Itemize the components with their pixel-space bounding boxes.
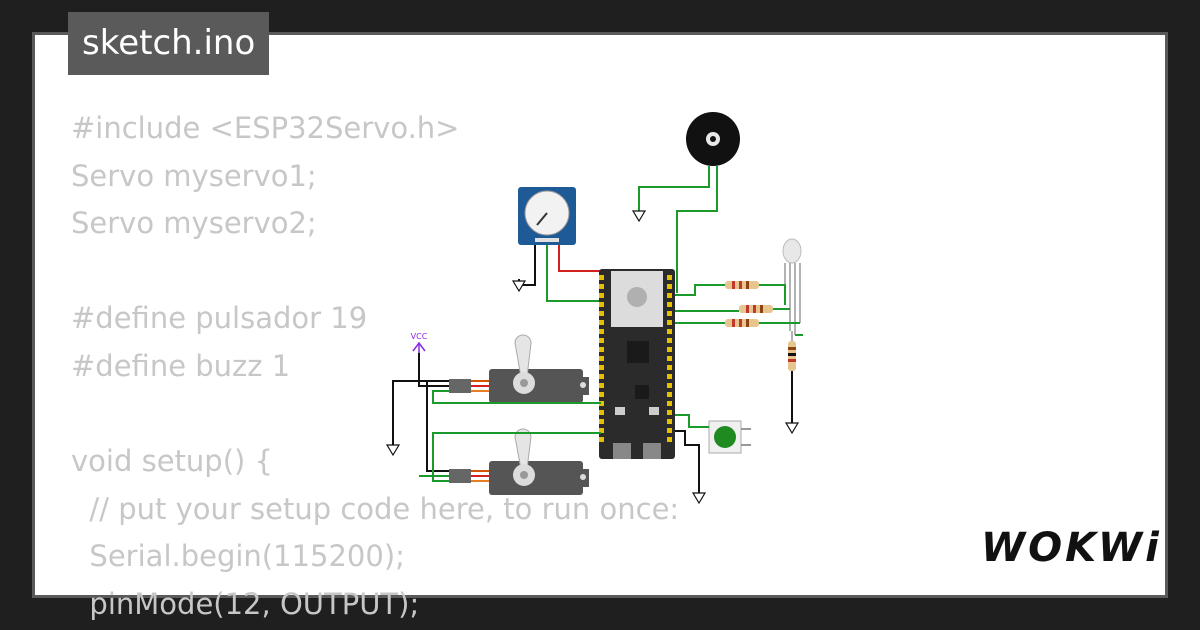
ground-symbol bbox=[691, 492, 707, 505]
board-pin bbox=[667, 401, 672, 406]
resistor[interactable] bbox=[788, 341, 796, 371]
board-pin bbox=[667, 320, 672, 325]
resistor[interactable] bbox=[725, 319, 759, 327]
circuit-diagram: VCC bbox=[385, 112, 803, 505]
board-pin bbox=[667, 275, 672, 280]
svg-text:VCC: VCC bbox=[411, 332, 428, 341]
board-pins-right bbox=[667, 275, 672, 442]
board-pin bbox=[667, 356, 672, 361]
board-pin bbox=[599, 383, 604, 388]
resistor[interactable] bbox=[739, 305, 773, 313]
board-pin bbox=[599, 302, 604, 307]
board-pin bbox=[667, 338, 672, 343]
code-line: #include <ESP32Servo.h> bbox=[71, 111, 460, 145]
servo-motor-1[interactable] bbox=[449, 334, 589, 403]
file-tab-sketch[interactable]: sketch.ino bbox=[68, 12, 270, 75]
code-line: #define pulsador 19 bbox=[71, 301, 368, 336]
board-pin bbox=[667, 329, 672, 334]
board-pin bbox=[667, 428, 672, 433]
board-pin bbox=[667, 392, 672, 397]
board-pin bbox=[599, 329, 604, 334]
wokwi-logo[interactable]: WOKWi bbox=[981, 525, 1162, 571]
code-line: Servo myservo1; bbox=[71, 158, 317, 193]
board-pin bbox=[667, 365, 672, 370]
board-pin bbox=[667, 419, 672, 424]
board-pin bbox=[599, 365, 604, 370]
board-pin bbox=[667, 302, 672, 307]
board-pins-left bbox=[599, 275, 604, 442]
buzzer[interactable] bbox=[686, 112, 740, 166]
code-line: pinMode(12, OUTPUT); bbox=[71, 586, 420, 621]
ground-symbol bbox=[511, 280, 527, 293]
board-pin bbox=[599, 419, 604, 424]
code-line: // put your setup code here, to run once… bbox=[71, 491, 680, 526]
rgb-led[interactable] bbox=[782, 238, 802, 264]
board-pin bbox=[599, 401, 604, 406]
board-pin bbox=[667, 311, 672, 316]
ground-symbol bbox=[385, 444, 401, 457]
board-pin bbox=[599, 338, 604, 343]
ground-symbol bbox=[784, 422, 800, 435]
code-line: #define buzz 1 bbox=[71, 348, 291, 383]
board-pin bbox=[599, 374, 604, 379]
board-pin bbox=[667, 284, 672, 289]
board-pin bbox=[667, 437, 672, 442]
board-pin bbox=[667, 347, 672, 352]
board-pin bbox=[599, 284, 604, 289]
board-pin bbox=[599, 356, 604, 361]
code-line: void setup() { bbox=[71, 444, 273, 479]
code-line: Serial.begin(115200); bbox=[71, 539, 405, 574]
servo-motor-2[interactable] bbox=[449, 428, 589, 495]
board-pin bbox=[667, 383, 672, 388]
preview-card: #include <ESP32Servo.h> Servo myservo1; Se… bbox=[32, 32, 1168, 621]
board-pin bbox=[599, 410, 604, 415]
board-pin bbox=[667, 293, 672, 298]
vcc-symbol: VCC bbox=[411, 332, 428, 353]
board-pin bbox=[667, 410, 672, 415]
push-button[interactable] bbox=[708, 420, 751, 454]
board-pin bbox=[599, 275, 604, 280]
board-pin bbox=[599, 320, 604, 325]
board-pin bbox=[599, 311, 604, 316]
code-editor[interactable]: #include <ESP32Servo.h> Servo myservo1; Se… bbox=[71, 105, 679, 629]
esp32-board[interactable] bbox=[599, 269, 675, 459]
board-pin bbox=[599, 392, 604, 397]
board-pin bbox=[599, 293, 604, 298]
code-line: Servo myservo2; bbox=[71, 206, 317, 241]
board-pin bbox=[667, 374, 672, 379]
ground-symbol bbox=[631, 210, 647, 223]
board-pin bbox=[599, 428, 604, 433]
potentiometer[interactable] bbox=[518, 187, 576, 245]
board-pin bbox=[599, 437, 604, 442]
resistor[interactable] bbox=[725, 281, 759, 289]
board-pin bbox=[599, 347, 604, 352]
